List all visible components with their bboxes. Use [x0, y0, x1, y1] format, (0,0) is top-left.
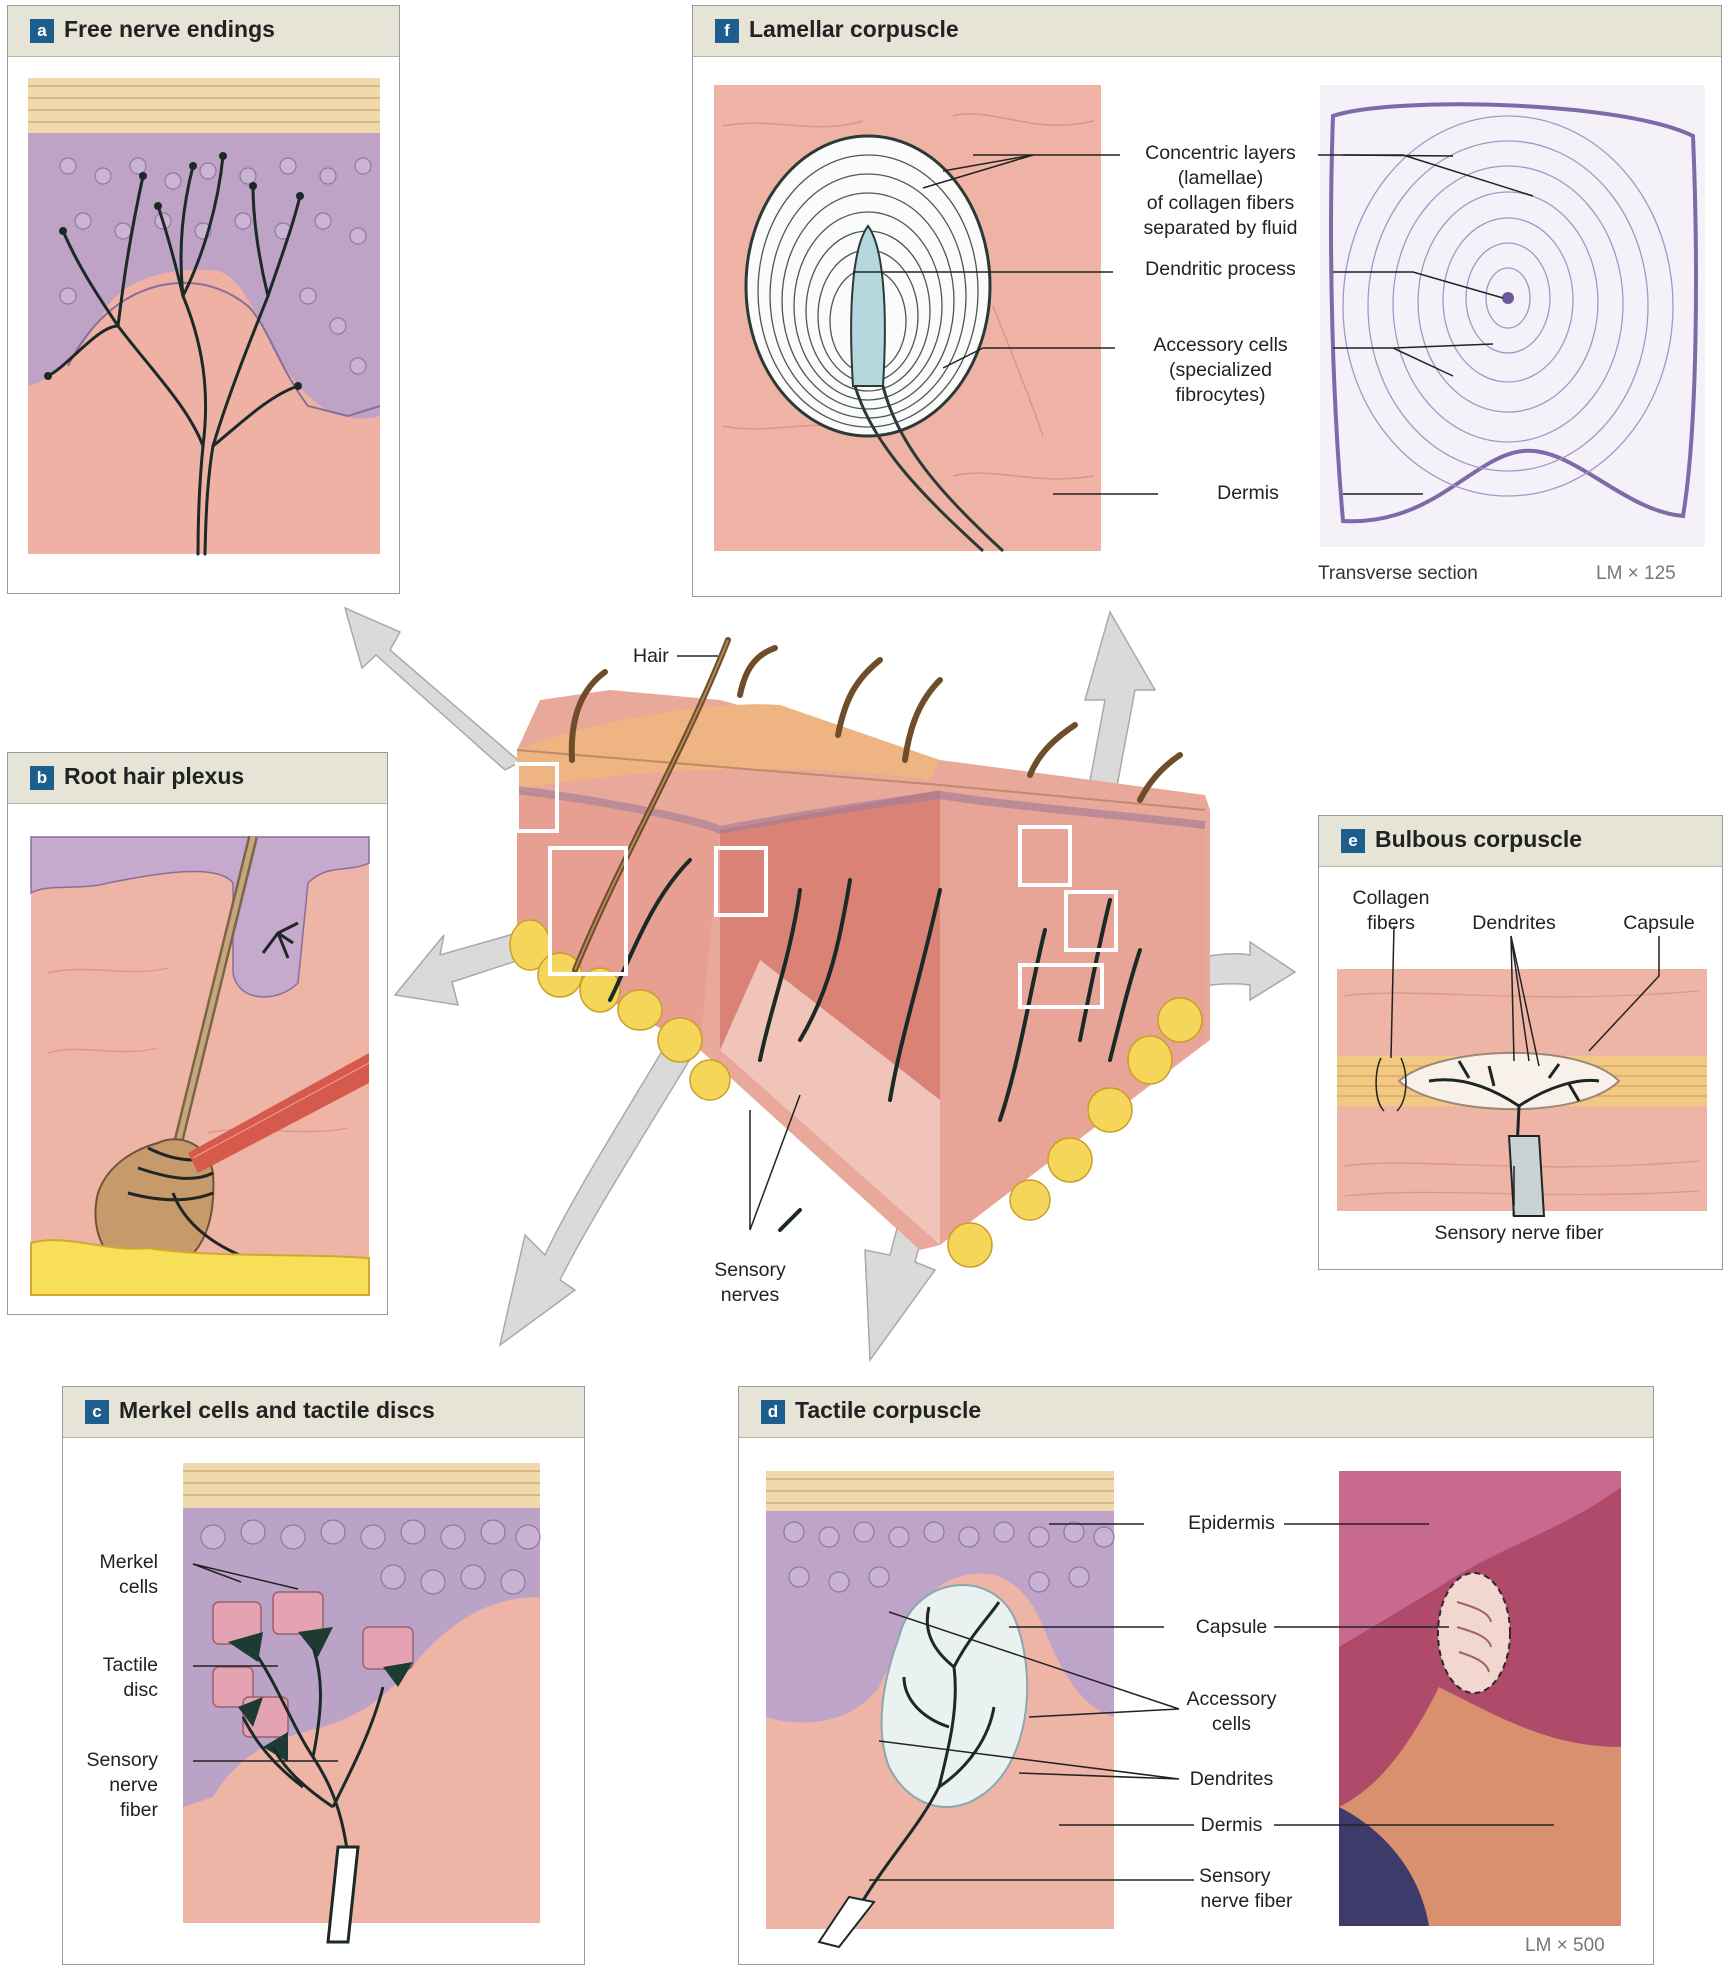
panel-tactile-corpuscle: d Tactile corpuscle Epide [738, 1386, 1654, 1965]
panel-bulbous-corpuscle: e Bulbous corpuscle Collagen fibers Dend… [1318, 815, 1723, 1270]
label-line: of collagen fibers [1118, 191, 1323, 216]
label-line: cells [63, 1575, 158, 1600]
label-dendrites: Dendrites [1449, 911, 1579, 936]
label-line: Accessory cells [1118, 333, 1323, 358]
label-epidermis: Epidermis [1169, 1511, 1294, 1536]
label-dendritic-process: Dendritic process [1118, 257, 1323, 282]
panel-free-nerve-endings: a Free nerve endings [7, 5, 400, 594]
label-line: Merkel [63, 1550, 158, 1575]
label-capsule: Capsule [1604, 911, 1714, 936]
panel-merkel-cells: c Merkel cells and tactile discs Merkel [62, 1386, 585, 1965]
label-sensory-nerve-fiber: Sensory nerve fiber [1169, 1864, 1324, 1914]
label-dendrites: Dendrites [1169, 1767, 1294, 1792]
label-concentric-layers: Concentric layers (lamellae) of collagen… [1118, 141, 1323, 241]
label-line: disc [63, 1678, 158, 1703]
label-tactile-disc: Tactile disc [63, 1653, 158, 1703]
label-line: Concentric layers [1118, 141, 1323, 166]
free-nerve-endings-illustration [8, 6, 401, 595]
label-line: nerve fiber [1169, 1889, 1324, 1914]
label-line: Tactile [63, 1653, 158, 1678]
magnification-label: LM × 125 [1596, 561, 1676, 586]
label-line: Sensory [1169, 1864, 1324, 1889]
label-hair: Hair [633, 644, 669, 669]
label-line: nerves [700, 1283, 800, 1308]
label-line: Accessory [1169, 1687, 1294, 1712]
label-line: (specialized [1118, 358, 1323, 383]
label-line: nerve [63, 1773, 158, 1798]
label-line: Collagen [1331, 886, 1451, 911]
label-accessory-cells: Accessory cells [1169, 1687, 1294, 1737]
label-line: fibrocytes) [1118, 383, 1323, 408]
label-dermis: Dermis [1169, 1813, 1294, 1838]
panel-lamellar-corpuscle: f Lamellar corpuscle [692, 5, 1722, 597]
label-capsule: Capsule [1169, 1615, 1294, 1640]
label-sensory-nerve-fiber: Sensory nerve fiber [1399, 1221, 1639, 1246]
magnification-label: LM × 500 [1525, 1933, 1605, 1958]
label-line: fiber [63, 1798, 158, 1823]
label-line: (lamellae) [1118, 166, 1323, 191]
root-hair-plexus-illustration [8, 753, 389, 1316]
label-merkel-cells: Merkel cells [63, 1550, 158, 1600]
label-sensory-nerves: Sensory nerves [700, 1258, 800, 1308]
label-line: Sensory [63, 1748, 158, 1773]
panel-root-hair-plexus: b Root hair plexus [7, 752, 388, 1315]
label-accessory-cells: Accessory cells (specialized fibrocytes) [1118, 333, 1323, 408]
label-collagen-fibers: Collagen fibers [1331, 886, 1451, 936]
label-sensory-nerve-fiber: Sensory nerve fiber [63, 1748, 158, 1823]
label-line: Sensory [700, 1258, 800, 1283]
caption-transverse-section: Transverse section [1318, 561, 1478, 586]
label-line: cells [1169, 1712, 1294, 1737]
lamellar-corpuscle-illustration [693, 6, 1723, 598]
label-dermis: Dermis [1158, 481, 1338, 506]
bulbous-corpuscle-illustration [1319, 816, 1724, 1271]
label-line: fibers [1331, 911, 1451, 936]
label-line: separated by fluid [1118, 216, 1323, 241]
